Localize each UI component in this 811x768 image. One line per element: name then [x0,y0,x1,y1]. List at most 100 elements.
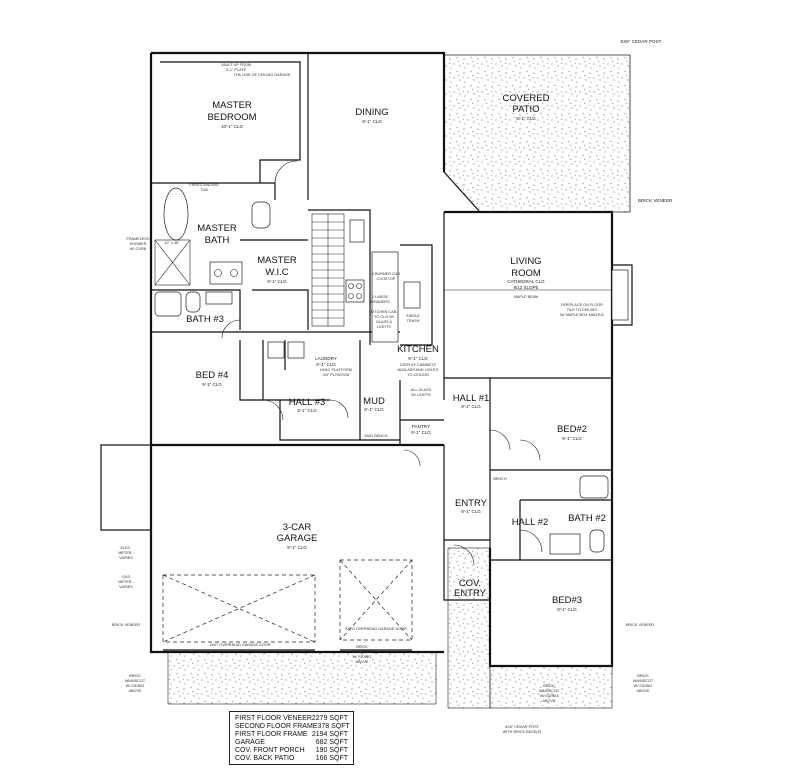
note-all-glass-2: W/ LIGHTS [411,393,431,397]
note-brick-wainscot-front-2: WAINSCOT [539,689,560,693]
room-garage-ceiling: 9'-1" CLG [287,545,307,550]
note-cabinets-2: TO CLG W/ [374,315,395,319]
note-brick-wainscot-front-4: ABOVE [542,699,556,703]
room-living-l1: LIVING [510,256,541,267]
room-bed3-ceiling: 9'-1" CLG [557,607,577,612]
note-fireplace-2: TILE TO CEILING [567,308,598,312]
toilet-bath2 [589,529,605,553]
note-cedar-post-bottom-2: WITH BRICK BASE(S) [503,730,542,734]
sqft-label: FIRST FLOOR FRAME [235,730,308,738]
toilet-master [251,201,271,229]
tub-bath3 [154,291,182,317]
shower-master [154,239,191,286]
note-gas-meter-3: VARIES [119,585,133,589]
room-hall1: HALL #1 [453,393,490,404]
note-single-trash-1: SINGLE [406,314,420,318]
room-bed2-ceiling: 9'-1" CLG [562,436,582,441]
patio-angled-wall [443,171,481,213]
sqft-value: 190 SQFT [315,746,348,754]
stairs [311,213,365,327]
vanity-bath2 [549,533,581,555]
room-master-wic-ceiling: 9'-1" CLG [267,279,287,284]
room-living-ceiling-1: CATHEDRAL CLG [507,279,545,284]
note-cedar-post-bottom-1: 6X6" CEDAR POST [505,725,540,729]
note-cabinets-3: GLASS & [376,320,393,324]
room-entry-ceiling: 9'-1" CLG [461,509,481,514]
room-covered-patio-l2: PATIO [512,104,539,115]
note-hvac-1: HVAC PLATFORM [320,368,352,372]
room-laundry-ceiling: 9'-1" CLG [316,362,336,367]
garage-doors [162,559,413,651]
exterior-walls [100,51,633,668]
note-brick-veneer-right: BRICK VENEER [638,198,673,203]
note-fireplace-3: W/ MAPLE BOX MANTLE [560,313,605,317]
room-master-wic-l1: MASTER [257,255,297,266]
note-all-glass-1: ALL GLASS [411,388,432,392]
sqft-value: 378 SQFT [317,722,350,730]
note-fireplace-1: FIREPLACE ON FLOOR [561,303,603,307]
note-cabinets-4: LIGHTS [377,325,391,329]
room-mud: MUD [363,396,385,407]
sqft-value: 166 SQFT [315,754,348,762]
note-brick-wainscot-right-3: W/ SIDING [634,684,653,688]
room-bed4-ceiling: 9'-1" CLG [202,382,222,387]
room-kitchen: KITCHEN [397,344,439,355]
room-covered-patio-ceiling: 9'-1" CLG [516,116,536,121]
room-hall3: HALL #3 [289,397,326,408]
note-garage-door-1: 16X7 OVERHEAD GARAGE DOOR [210,643,271,647]
room-bath2: BATH #2 [568,513,606,524]
note-brick-wainscot-mid-1: BRICK [356,645,368,649]
room-garage-l2: GARAGE [277,533,318,544]
note-vault-2: 9'-1" PLATE [226,68,247,72]
note-freestanding-tub-1: FREESTANDING [189,183,219,187]
room-mud-ceiling: 9'-1" CLG [364,407,384,412]
note-drawers-1: 2 LARGE [372,295,389,299]
toilet-bath3 [185,291,201,313]
note-elec-meter-1: ELEC. [121,546,132,550]
room-hall3-ceiling: 9'-1" CLG [297,408,317,413]
room-master-wic-l2: W.I.C [265,267,288,278]
note-gas-meter-2: METER - [118,580,134,584]
sqft-value: 682 SQFT [315,738,348,746]
note-brick-wainscot-right-1: BRICK [637,674,649,678]
room-kitchen-ceiling: 9'-1" CLG [408,356,428,361]
covered-entry-porch [447,547,491,709]
note-cabinets-1: KITCHEN CAB. [371,310,398,314]
note-mud-bench: MUD BENCH [365,434,388,438]
laundry-washer [267,341,285,359]
tub-bath2 [579,475,609,499]
note-display-3: TO CEILING [407,373,428,377]
note-elec-meter-2: METER - [118,551,134,555]
note-freestanding-tub-2: TUB [200,188,208,192]
note-cooktop-2: COOKTOP [377,277,396,281]
room-laundry: LAUNDRY [315,356,337,361]
room-master-bath-l1: MASTER [197,223,237,234]
laundry-dryer [287,341,305,359]
note-brick-wainscot-mid-4: ABOVE [355,660,369,664]
room-garage-l1: 3-CAR [283,522,312,533]
room-master-bath-l2: BATH [205,235,230,246]
cooktop [345,279,365,303]
note-shower-size: 42" x 36" [164,241,180,245]
sqft-label: COV. FRONT PORCH [235,746,305,754]
room-master-bedroom-l2: BEDROOM [207,112,256,123]
room-bath3: BATH #3 [186,314,224,325]
note-brick-wainscot-right-4: ABOVE [636,689,650,693]
note-brick-wainscot-front-3: W/ SIDING [540,694,559,698]
note-vault-1: VAULT UP FROM [221,63,251,67]
room-bed4: BED #4 [196,370,229,381]
note-display-2: W/GLASS AND LIGHTS [398,368,439,372]
covered-patio [443,54,631,213]
note-bench: BENCH [493,477,507,481]
fixtures [154,187,629,555]
room-pantry-ceiling: 9'-1" CLG [411,430,431,435]
note-single-trash-2: TRASH [407,319,420,323]
sqft-value: 2194 SQFT [311,730,348,738]
note-cedar-post-top: 6X6" CEDAR POST [621,39,662,44]
note-maple-beam: MAPLE BEAM [514,295,539,299]
kitchen-island [371,251,399,343]
